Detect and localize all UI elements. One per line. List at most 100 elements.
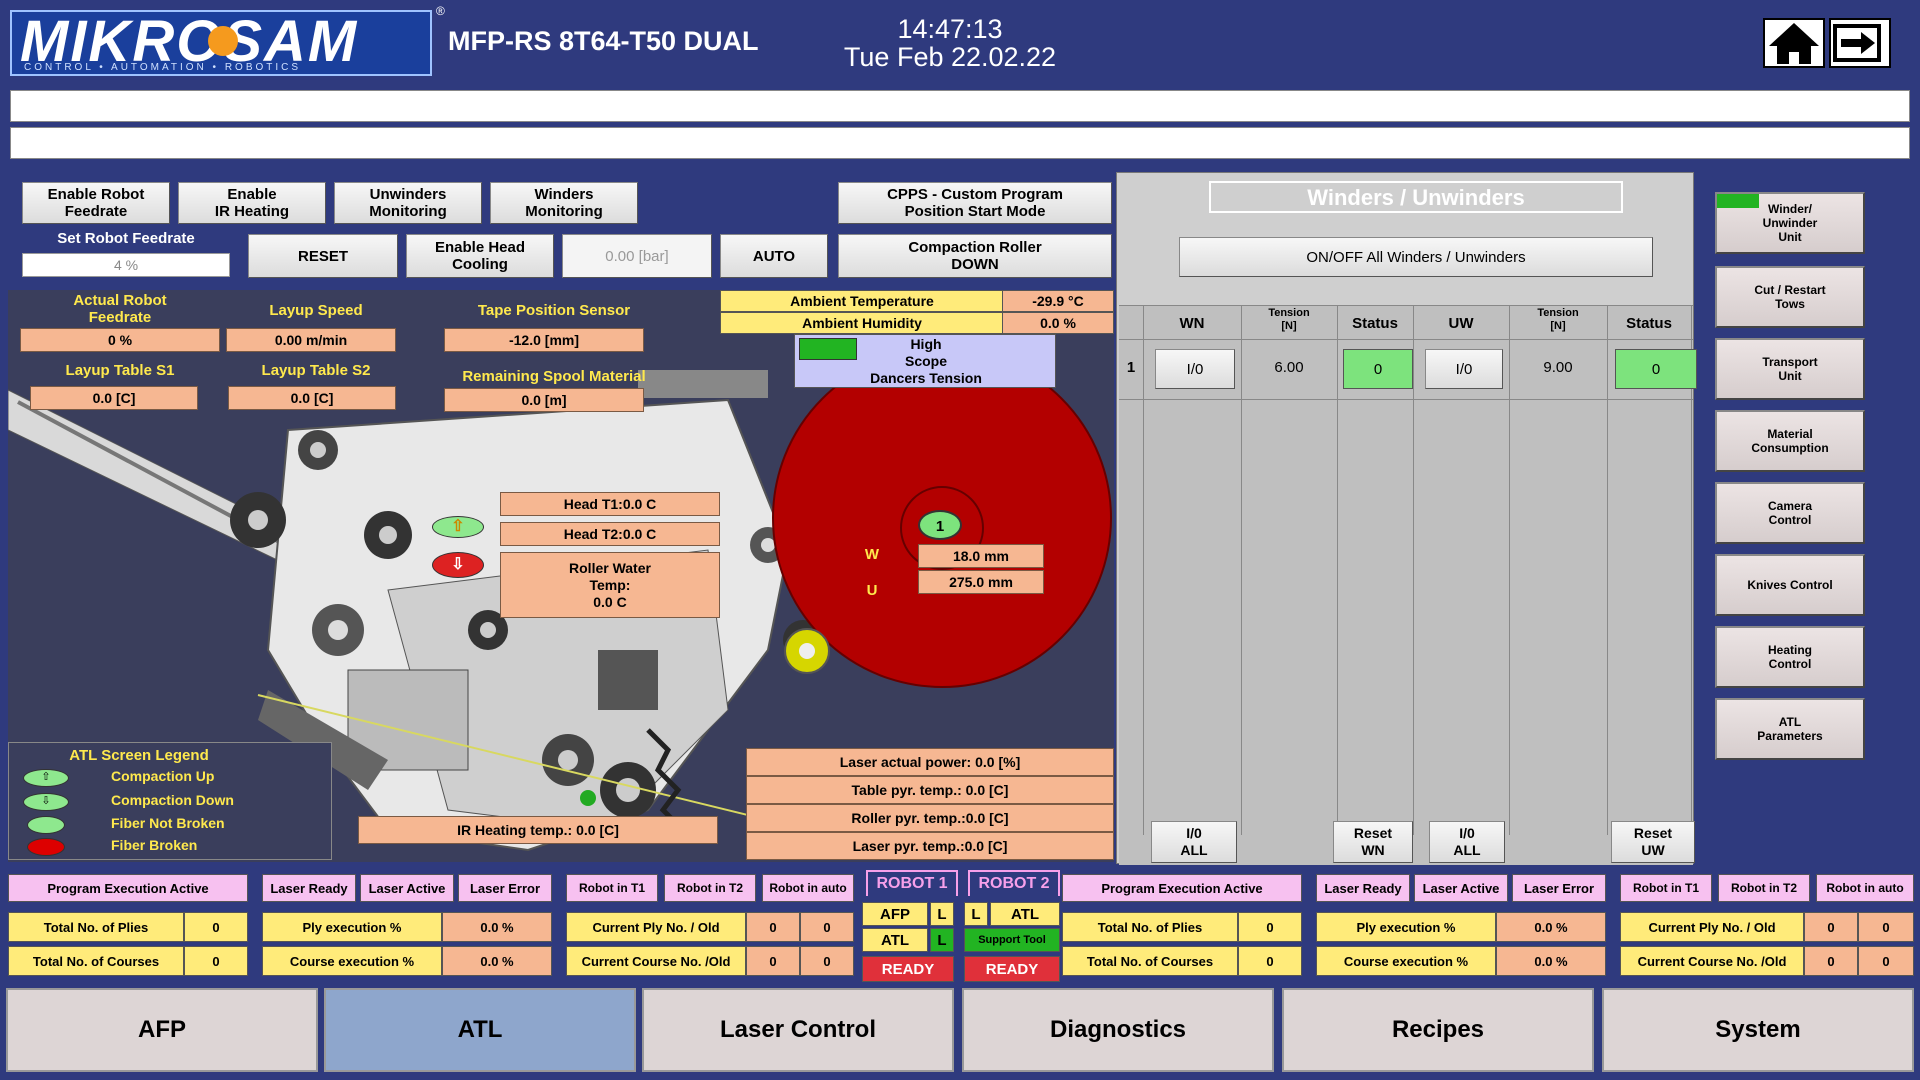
current-ply-label-2: Current Ply No. / Old <box>1620 912 1804 942</box>
uw-io-button[interactable]: I/0 <box>1425 349 1503 389</box>
row-index: 1 <box>1126 359 1136 376</box>
home-button[interactable] <box>1763 18 1825 68</box>
robot-1-ready: READY <box>862 956 954 982</box>
current-course-b-1: 0 <box>800 946 854 976</box>
reset-button[interactable]: RESET <box>248 234 398 278</box>
total-plies-label-2: Total No. of Plies <box>1062 912 1238 942</box>
compaction-up-icon: ⇧ <box>432 516 484 538</box>
legend-compaction-down-icon: ⇩ <box>23 793 69 811</box>
nav-afp[interactable]: AFP <box>6 988 318 1072</box>
current-course-label-2: Current Course No. /Old <box>1620 946 1804 976</box>
uw-tension-value: 9.00 <box>1543 359 1573 376</box>
enable-ir-heating-button[interactable]: Enable IR Heating <box>178 182 326 224</box>
unwinders-monitoring-button[interactable]: Unwinders Monitoring <box>334 182 482 224</box>
spool-hub <box>900 486 984 570</box>
side-camera-control[interactable]: Camera Control <box>1715 482 1865 544</box>
clock-time: 14:47:13 <box>897 14 1003 44</box>
onoff-all-winders-button[interactable]: ON/OFF All Winders / Unwinders <box>1179 237 1653 277</box>
col-wn-status: Status <box>1352 315 1398 332</box>
side-material-consumption[interactable]: Material Consumption <box>1715 410 1865 472</box>
logo-circle-icon <box>208 26 238 56</box>
message-bar-1 <box>10 90 1910 122</box>
side-knives-control[interactable]: Knives Control <box>1715 554 1865 616</box>
pressure-field[interactable]: 0.00 [bar] <box>562 234 712 278</box>
robot-2-atl: ATL <box>990 902 1060 926</box>
nav-diagnostics[interactable]: Diagnostics <box>962 988 1274 1072</box>
side-cut-restart-tows[interactable]: Cut / Restart Tows <box>1715 266 1865 328</box>
machine-view: Actual Robot Feedrate 0 % Layup Speed 0.… <box>8 290 1114 862</box>
ply-execution-value-1: 0.0 % <box>442 912 552 942</box>
machine-name: MFP-RS 8T64-T50 DUAL <box>448 26 759 56</box>
laser-error-1: Laser Error <box>458 874 552 902</box>
remaining-spool-value: 0.0 [m] <box>444 388 644 412</box>
ply-execution-value-2: 0.0 % <box>1496 912 1606 942</box>
compaction-roller-button[interactable]: Compaction Roller DOWN <box>838 234 1112 278</box>
laser-ready-1: Laser Ready <box>262 874 356 902</box>
total-courses-value-1: 0 <box>184 946 248 976</box>
logout-button[interactable] <box>1829 18 1891 68</box>
total-plies-value-1: 0 <box>184 912 248 942</box>
program-execution-active-2: Program Execution Active <box>1062 874 1302 902</box>
current-ply-b-2: 0 <box>1858 912 1914 942</box>
wn-tension-value: 6.00 <box>1274 359 1304 376</box>
winders-title: Winders / Unwinders <box>1209 181 1623 213</box>
table-divider-4 <box>1413 305 1414 835</box>
current-ply-a-1: 0 <box>746 912 800 942</box>
legend-compaction-up-icon: ⇧ <box>23 769 69 787</box>
logo-tagline: CONTROL • AUTOMATION • ROBOTICS <box>24 62 302 73</box>
auto-button[interactable]: AUTO <box>720 234 828 278</box>
nav-atl[interactable]: ATL <box>324 988 636 1072</box>
legend-item-fiber-broken: Fiber Broken <box>111 837 198 853</box>
high-scope-indicator <box>799 338 857 360</box>
robot-2-label: ROBOT 2 <box>968 870 1060 896</box>
robot-1-atl-l: L <box>930 928 954 952</box>
side-atl-parameters[interactable]: ATL Parameters <box>1715 698 1865 760</box>
robot-1-atl: ATL <box>862 928 928 952</box>
robot-1-label: ROBOT 1 <box>866 870 958 896</box>
enable-robot-feedrate-button[interactable]: Enable Robot Feedrate <box>22 182 170 224</box>
table-divider-2 <box>1241 305 1242 835</box>
reset-uw-button[interactable]: Reset UW <box>1611 821 1695 863</box>
legend-fiber-not-broken-icon <box>27 816 65 834</box>
tape-position-label: Tape Position Sensor <box>477 302 631 319</box>
high-scope-dancers: High Scope Dancers Tension <box>794 334 1056 388</box>
nav-system[interactable]: System <box>1602 988 1914 1072</box>
robot-2-ready: READY <box>964 956 1060 982</box>
ply-execution-label-1: Ply execution % <box>262 912 442 942</box>
side-winder-label: Winder/ Unwinder Unit <box>1762 202 1818 244</box>
roller-pyr-temp: Roller pyr. temp.:0.0 [C] <box>746 804 1114 832</box>
roller-center <box>799 643 815 659</box>
tape-position-value: -12.0 [mm] <box>444 328 644 352</box>
winders-panel: Winders / Unwinders ON/OFF All Winders /… <box>1116 172 1697 865</box>
layup-s2-label: Layup Table S2 <box>261 362 371 379</box>
total-courses-label-1: Total No. of Courses <box>8 946 184 976</box>
feedrate-input[interactable]: 4 % <box>22 253 230 277</box>
robot-in-t2-1: Robot in T2 <box>664 874 756 902</box>
io-all-wn-button[interactable]: I/0 ALL <box>1151 821 1237 863</box>
table-header-line <box>1119 305 1693 306</box>
course-execution-value-2: 0.0 % <box>1496 946 1606 976</box>
home-icon <box>1769 23 1819 64</box>
current-course-a-2: 0 <box>1804 946 1858 976</box>
current-ply-label-1: Current Ply No. / Old <box>566 912 746 942</box>
nav-recipes[interactable]: Recipes <box>1282 988 1594 1072</box>
io-all-uw-button[interactable]: I/0 ALL <box>1429 821 1505 863</box>
total-courses-value-2: 0 <box>1238 946 1302 976</box>
side-winder-unwinder-unit[interactable]: Winder/ Unwinder Unit <box>1715 192 1865 254</box>
side-transport-unit[interactable]: Transport Unit <box>1715 338 1865 400</box>
nav-laser-control[interactable]: Laser Control <box>642 988 954 1072</box>
reset-wn-button[interactable]: Reset WN <box>1333 821 1413 863</box>
layup-s1-label: Layup Table S1 <box>65 362 175 379</box>
logo-text: MIKROSAM <box>20 9 359 74</box>
wn-io-button[interactable]: I/0 <box>1155 349 1235 389</box>
ambient-temp-value: -29.9 °C <box>1002 290 1114 312</box>
legend-fiber-broken-icon <box>27 838 65 856</box>
side-heating-control[interactable]: Heating Control <box>1715 626 1865 688</box>
winders-monitoring-button[interactable]: Winders Monitoring <box>490 182 638 224</box>
robot-2-afp-l: L <box>964 902 988 926</box>
robot-in-t1-2: Robot in T1 <box>1620 874 1712 902</box>
col-wn: WN <box>1179 315 1205 332</box>
enable-head-cooling-button[interactable]: Enable Head Cooling <box>406 234 554 278</box>
clock-date: Tue Feb 22.02.22 <box>843 42 1057 72</box>
cpps-button[interactable]: CPPS - Custom Program Position Start Mod… <box>838 182 1112 224</box>
